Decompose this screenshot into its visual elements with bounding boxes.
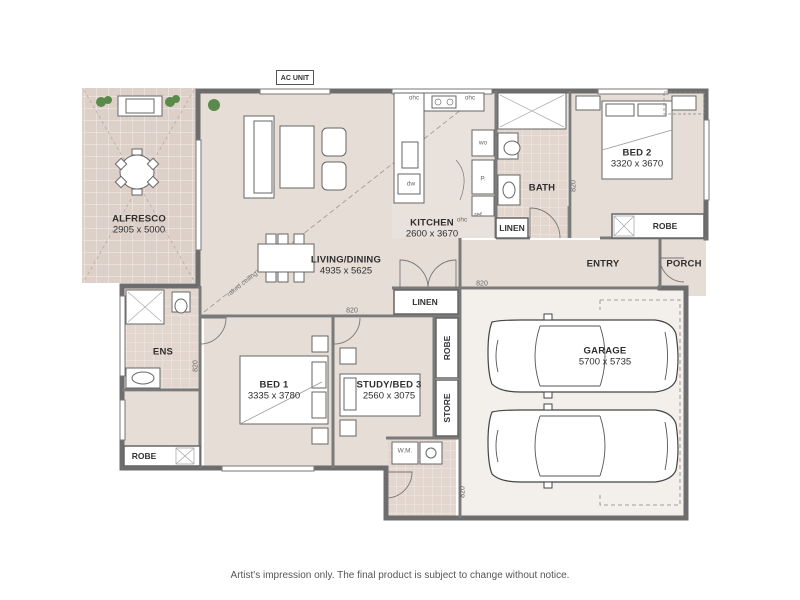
store-label: STORE bbox=[442, 393, 452, 423]
alfresco-dims: 2905 x 5000 bbox=[112, 225, 166, 236]
bed1-name: BED 1 bbox=[259, 379, 289, 391]
door-measure-bed1: 820 bbox=[346, 307, 358, 315]
ens-name: ENS bbox=[152, 346, 174, 358]
bath-label: BATH bbox=[529, 182, 555, 193]
bed1-dims: 3335 x 3780 bbox=[247, 391, 301, 402]
bed2-name: BED 2 bbox=[622, 147, 652, 159]
living-label: LIVING/DINING 4935 x 5625 bbox=[311, 255, 381, 278]
entry-name: ENTRY bbox=[586, 258, 620, 270]
kitchen-dims: 2600 x 3670 bbox=[405, 229, 459, 240]
ac-unit-label: AC UNIT bbox=[276, 70, 314, 85]
living-name: LIVING/DINING bbox=[310, 254, 382, 266]
entry-floor bbox=[460, 240, 660, 288]
study-name: STUDY/BED 3 bbox=[356, 379, 422, 391]
door-measure-bed2: 820 bbox=[570, 180, 578, 192]
garage-name: GARAGE bbox=[583, 345, 627, 357]
kitchen-label: KITCHEN 2600 x 3670 bbox=[406, 218, 458, 241]
study-label: STUDY/BED 3 2560 x 3075 bbox=[356, 380, 421, 403]
dw-label: dw bbox=[406, 180, 416, 188]
garage-dims: 5700 x 5735 bbox=[578, 357, 632, 368]
door-measure-ens: 820 bbox=[192, 360, 200, 372]
study-dims: 2560 x 3075 bbox=[362, 391, 416, 402]
bed2-dims: 3320 x 3670 bbox=[610, 159, 664, 170]
wo-label: wo bbox=[478, 139, 488, 147]
ohc-label-1: ohc bbox=[408, 94, 420, 102]
ohc-label-3: ohc bbox=[456, 216, 468, 224]
alfresco-name: ALFRESCO bbox=[112, 213, 166, 225]
robe-study-label: ROBE bbox=[442, 335, 452, 361]
wm-label: W.M. bbox=[397, 447, 413, 455]
bed2-label: BED 2 3320 x 3670 bbox=[611, 148, 663, 171]
disclaimer: Artist's impression only. The final prod… bbox=[230, 570, 570, 581]
entry-label: ENTRY bbox=[587, 258, 620, 269]
linen-hall-label: LINEN bbox=[412, 297, 438, 307]
linen-bath-label: LINEN bbox=[499, 223, 525, 233]
bath-name: BATH bbox=[528, 182, 556, 194]
living-dims: 4935 x 5625 bbox=[319, 266, 373, 277]
ref-label: ref bbox=[474, 211, 482, 219]
kitchen-name: KITCHEN bbox=[410, 217, 454, 229]
pantry-label: P. bbox=[480, 175, 486, 183]
garage-label: GARAGE 5700 x 5735 bbox=[579, 346, 631, 369]
ens-label: ENS bbox=[153, 346, 173, 357]
porch-label: PORCH bbox=[666, 258, 701, 269]
robe-bed1-label: ROBE bbox=[131, 451, 157, 461]
alfresco-label: ALFRESCO 2905 x 5000 bbox=[112, 214, 166, 237]
door-measure-laundry: 820 bbox=[459, 486, 467, 498]
bed1-label: BED 1 3335 x 3780 bbox=[248, 380, 300, 403]
door-measure-entry: 820 bbox=[476, 280, 488, 288]
porch-name: PORCH bbox=[666, 258, 702, 270]
ohc-label-2: ohc bbox=[464, 94, 476, 102]
robe-bed2-label: ROBE bbox=[652, 221, 678, 231]
